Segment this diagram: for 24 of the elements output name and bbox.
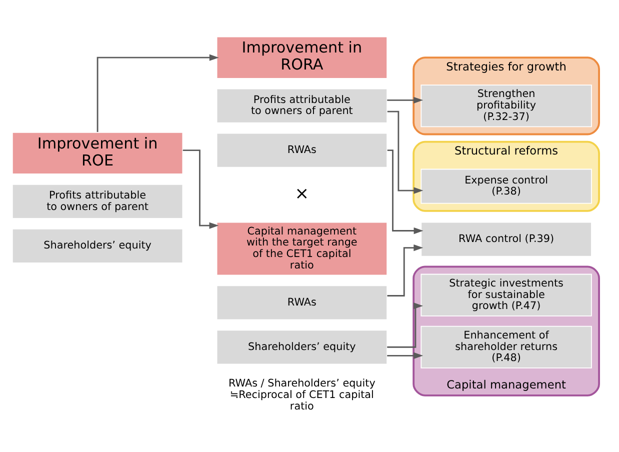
- node-box: Profits attributable to owners of parent: [12, 183, 184, 218]
- node-box: Profits attributable to owners of parent: [216, 88, 388, 123]
- node-box: RWAs: [216, 132, 388, 168]
- node-box: Improvement in RORA: [216, 36, 388, 78]
- label: ×: [294, 183, 310, 204]
- arrow: [387, 302, 424, 348]
- node-box: RWAs: [216, 284, 388, 320]
- node-box: Shareholders’ equity: [12, 228, 184, 263]
- node-box: Strategic investments for sustainable growth (P.47): [420, 273, 592, 316]
- node-box: Expense control (P.38): [420, 168, 592, 204]
- node-box: Enhancement of shareholder returns (P.48): [420, 325, 592, 368]
- arrow: [387, 149, 424, 234]
- label: RWAs / Shareholders’ equity ≒Reciprocal of CET1 capital ratio: [228, 377, 376, 412]
- arrow: [182, 149, 219, 228]
- arrow: [387, 244, 424, 296]
- arrow: [387, 110, 424, 194]
- arrow: [387, 96, 424, 103]
- node-box: Strengthen profitability (P.32-37): [420, 84, 592, 127]
- arrow: [96, 54, 219, 132]
- node-box: Shareholders’ equity: [216, 329, 388, 364]
- node-box: Capital management with the target range of the CET1 capital ratio: [216, 221, 388, 276]
- node-box: RWA control (P.39): [420, 221, 592, 256]
- node-box: Improvement in ROE: [12, 131, 184, 174]
- arrow: [387, 352, 424, 358]
